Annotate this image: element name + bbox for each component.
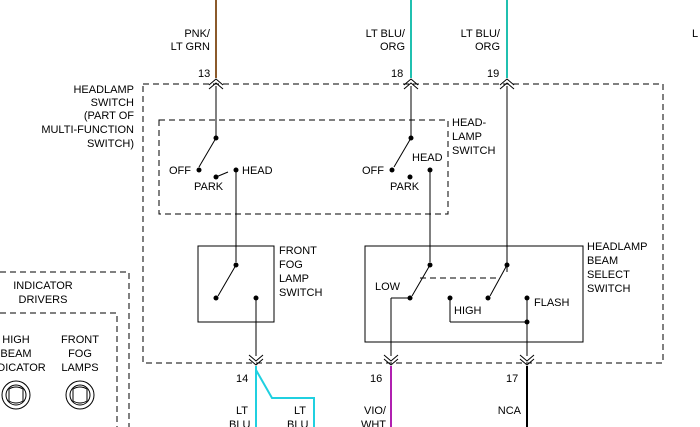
wire-18-color-line2: ORG [380,41,405,53]
fog-lamp-indicator-lamp-icon [65,380,95,410]
pin-14-label: 14 [236,373,248,385]
multifunction-switch-box [142,83,664,364]
headlamp-switch-label: HEADLAMP SWITCH (PART OF MULTI-FUNCTION … [41,84,134,150]
right-head-label: HEAD [412,152,443,164]
svg-text:LAMP: LAMP [452,131,482,143]
svg-text:MULTI-FUNCTION: MULTI-FUNCTION [41,124,134,136]
left-head-label: HEAD [242,165,273,177]
high-beam-indicator-label: HIGH BEAM INDICATOR [0,334,46,374]
right-off-label: OFF [362,165,384,177]
wire-13-color-line2: LT GRN [171,41,210,53]
indicator-drivers-inner-box [0,312,118,427]
svg-text:DRIVERS: DRIVERS [19,294,68,306]
pin-17-label: 17 [506,373,518,385]
beam-low-label: LOW [375,281,401,293]
connector-13-icon [208,78,224,90]
wire-17-label: NCA [498,405,522,417]
svg-text:SWITCH: SWITCH [91,97,134,109]
svg-text:SWITCH): SWITCH) [87,138,134,150]
pin-13-label: 13 [198,68,210,80]
svg-text:LAMPS: LAMPS [61,362,98,374]
svg-text:LAMP: LAMP [279,273,309,285]
connector-16-icon [383,354,399,366]
beam-select-switch [390,262,530,356]
beam-flash-label: FLASH [534,297,570,309]
wire-14-label-line2: BLU [229,419,250,427]
pin-16-label: 16 [370,373,382,385]
wire-16-label-line1: VIO/ [364,405,387,417]
svg-text:INDICATOR: INDICATOR [0,362,46,374]
fog-lamp-switch [213,262,259,356]
connector-19-icon [499,78,515,90]
left-headlamp-switch [196,135,239,262]
pin-18-label: 18 [391,68,403,80]
fog-lamps-indicator-label: FRONT FOG LAMPS [61,334,99,374]
indicator-drivers-box [0,271,130,427]
wire-14-label-line1: LT [236,405,248,417]
svg-text:BEAM: BEAM [587,255,618,267]
svg-text:HIGH: HIGH [2,334,30,346]
wire-14b-label-line2: BLU [287,419,308,427]
beam-select-switch-box [364,245,584,343]
left-off-label: OFF [169,165,191,177]
wire-14-lt-blu-branch [255,369,315,427]
svg-text:HEADLAMP: HEADLAMP [587,241,648,253]
headlamp-switch-inner-label: HEAD- LAMP SWITCH [452,117,495,157]
fog-lamp-switch-label: FRONT FOG LAMP SWITCH [279,245,322,299]
svg-text:SWITCH: SWITCH [279,287,322,299]
wire-18-color-line1: LT BLU/ [366,28,406,40]
left-park-label: PARK [194,181,224,193]
svg-text:HEADLAMP: HEADLAMP [73,84,134,96]
headlamp-switch-inner-box [158,119,449,215]
svg-text:SWITCH: SWITCH [452,145,495,157]
svg-text:(PART OF: (PART OF [84,110,134,122]
svg-text:FRONT: FRONT [279,245,317,257]
beam-select-switch-label: HEADLAMP BEAM SELECT SWITCH [587,241,648,295]
high-beam-indicator-lamp-icon [1,380,31,410]
wire-partial-label: L [692,28,698,40]
connector-18-icon [403,78,419,90]
connector-17-icon [519,354,535,366]
fog-lamp-switch-box [197,245,275,323]
wire-19-color-line2: ORG [475,41,500,53]
wire-19-color-line1: LT BLU/ [461,28,501,40]
wire-14b-label-line1: LT [294,405,306,417]
svg-text:SELECT: SELECT [587,269,630,281]
wire-16-label-line2: WHT [361,419,386,427]
connector-14-icon [248,354,264,366]
pin-19-label: 19 [487,68,499,80]
svg-text:FOG: FOG [279,259,303,271]
right-headlamp-switch [389,135,433,262]
svg-text:INDICATOR: INDICATOR [13,280,73,292]
beam-high-label: HIGH [454,305,482,317]
svg-text:SWITCH: SWITCH [587,283,630,295]
right-park-label: PARK [390,181,420,193]
svg-text:FRONT: FRONT [61,334,99,346]
svg-text:BEAM: BEAM [0,348,31,360]
svg-text:FOG: FOG [68,348,92,360]
svg-text:HEAD-: HEAD- [452,117,487,129]
wire-13-color-line1: PNK/ [184,28,211,40]
indicator-drivers-title: INDICATOR DRIVERS [13,280,73,306]
